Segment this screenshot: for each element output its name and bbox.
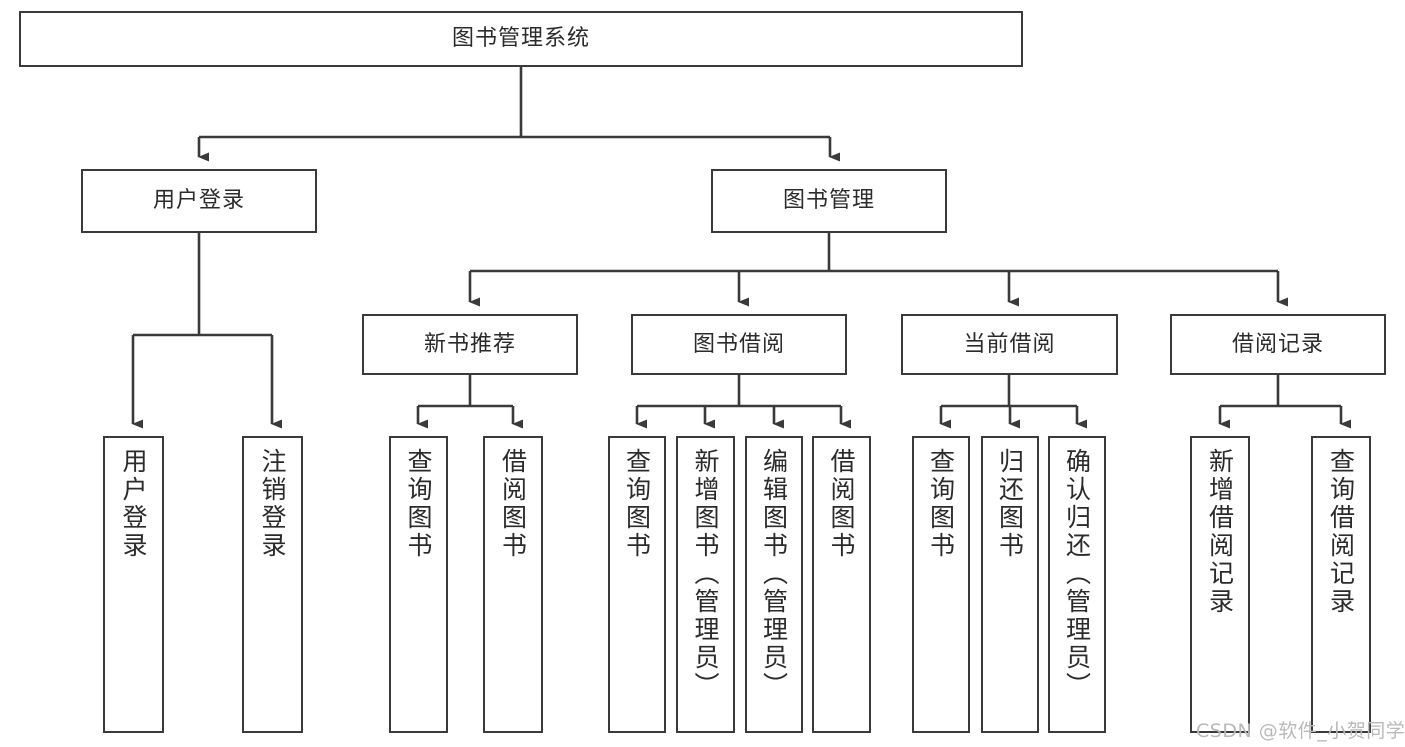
node-leaf-user-logout-label: 注销登录 [258, 448, 287, 560]
node-leaf-user-login[interactable]: 用户登录 [103, 436, 164, 733]
node-book-manage[interactable]: 图书管理 [711, 169, 947, 233]
node-user-login-label: 用户登录 [152, 188, 245, 214]
node-leaf-query-book-2-label: 查询图书 [622, 448, 652, 560]
node-leaf-confirm-return-label: 确认归还（管理员） [1062, 448, 1092, 700]
node-leaf-edit-book-label: 编辑图书（管理员） [759, 448, 789, 700]
node-leaf-borrow-book-2[interactable]: 借阅图书 [812, 436, 871, 733]
node-leaf-query-record-label: 查询借阅记录 [1326, 448, 1356, 616]
node-book-borrow[interactable]: 图书借阅 [631, 314, 847, 375]
node-leaf-query-book-2[interactable]: 查询图书 [608, 436, 666, 733]
node-leaf-add-book[interactable]: 新增图书（管理员） [676, 436, 735, 733]
node-leaf-query-record[interactable]: 查询借阅记录 [1311, 436, 1371, 733]
node-root[interactable]: 图书管理系统 [19, 11, 1023, 67]
node-leaf-user-logout[interactable]: 注销登录 [242, 436, 303, 733]
node-leaf-add-book-label: 新增图书（管理员） [691, 448, 720, 700]
node-leaf-borrow-book-1[interactable]: 借阅图书 [483, 436, 543, 733]
node-leaf-borrow-book-1-label: 借阅图书 [498, 448, 528, 560]
node-new-book-rec[interactable]: 新书推荐 [362, 314, 578, 375]
node-leaf-confirm-return[interactable]: 确认归还（管理员） [1048, 436, 1106, 733]
node-leaf-query-book-3-label: 查询图书 [926, 448, 956, 560]
node-book-manage-label: 图书管理 [782, 188, 875, 214]
node-borrow-record[interactable]: 借阅记录 [1170, 314, 1386, 375]
node-leaf-user-login-label: 用户登录 [119, 448, 148, 560]
node-leaf-add-record[interactable]: 新增借阅记录 [1190, 436, 1250, 733]
node-leaf-add-record-label: 新增借阅记录 [1205, 448, 1235, 616]
watermark: CSDN @软件_小贺同学 [1196, 720, 1405, 742]
node-root-label: 图书管理系统 [451, 26, 590, 52]
node-leaf-query-book-3[interactable]: 查询图书 [912, 436, 970, 733]
node-book-borrow-label: 图书借阅 [692, 331, 785, 357]
node-leaf-query-book-1[interactable]: 查询图书 [389, 436, 448, 733]
node-leaf-return-book-label: 归还图书 [995, 448, 1025, 560]
node-new-book-rec-label: 新书推荐 [423, 331, 516, 357]
node-leaf-query-book-1-label: 查询图书 [404, 448, 433, 560]
node-user-login[interactable]: 用户登录 [81, 169, 317, 233]
node-current-borrow-label: 当前借阅 [963, 331, 1056, 357]
node-leaf-return-book[interactable]: 归还图书 [981, 436, 1039, 733]
node-leaf-borrow-book-2-label: 借阅图书 [827, 448, 856, 560]
node-leaf-edit-book[interactable]: 编辑图书（管理员） [745, 436, 803, 733]
node-borrow-record-label: 借阅记录 [1231, 331, 1324, 357]
node-current-borrow[interactable]: 当前借阅 [901, 314, 1118, 375]
